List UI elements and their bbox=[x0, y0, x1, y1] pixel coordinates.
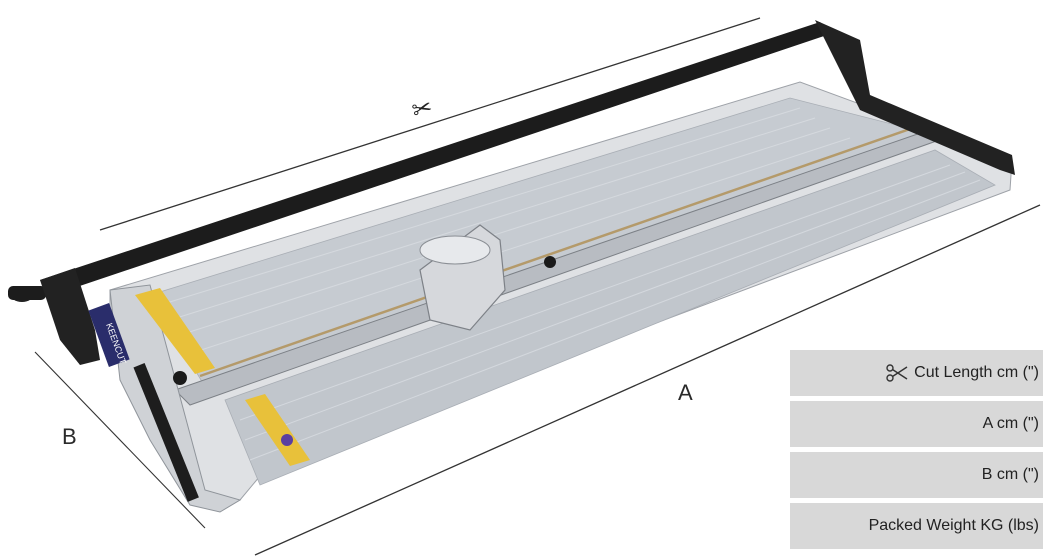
cut-length-dimension-line bbox=[99, 17, 761, 231]
right-support bbox=[815, 20, 1015, 175]
badge-icon bbox=[281, 434, 293, 446]
b-dimension-line bbox=[34, 351, 206, 529]
brand-panel bbox=[88, 303, 130, 367]
spec-row-a: A cm (") bbox=[790, 401, 1043, 447]
spec-label-cut-length: Cut Length cm (") bbox=[914, 364, 1039, 381]
spec-table: Cut Length cm (") A cm (") B cm (") Pack… bbox=[790, 350, 1043, 554]
spec-row-b: B cm (") bbox=[790, 452, 1043, 498]
bed-ribs bbox=[159, 107, 981, 461]
cut-length-symbol: ✂ bbox=[409, 93, 436, 125]
spec-label-a: A cm (") bbox=[982, 415, 1039, 432]
spec-row-cut-length: Cut Length cm (") bbox=[790, 350, 1043, 396]
left-knob bbox=[173, 371, 187, 385]
scissors-icon bbox=[886, 364, 908, 382]
b-dimension-label: B bbox=[62, 424, 77, 449]
a-dimension-label: A bbox=[678, 380, 693, 405]
spec-label-b: B cm (") bbox=[981, 466, 1039, 483]
spec-row-packed-weight: Packed Weight KG (lbs) bbox=[790, 503, 1043, 549]
cutting-bed-lower bbox=[224, 149, 996, 486]
a-dimension-line bbox=[254, 204, 1041, 556]
yellow-squaring-arm-upper bbox=[135, 288, 215, 374]
measuring-strip bbox=[199, 120, 931, 378]
cutting-head-knob bbox=[544, 256, 556, 268]
rail-end-stub bbox=[8, 286, 46, 300]
left-end-frame bbox=[109, 284, 242, 513]
spec-label-packed-weight: Packed Weight KG (lbs) bbox=[868, 517, 1039, 534]
back-rail bbox=[40, 22, 830, 296]
cutting-head-top bbox=[419, 235, 491, 265]
yellow-squaring-arm-lower bbox=[245, 394, 310, 466]
left-black-bar bbox=[133, 362, 199, 502]
left-support bbox=[40, 268, 100, 365]
